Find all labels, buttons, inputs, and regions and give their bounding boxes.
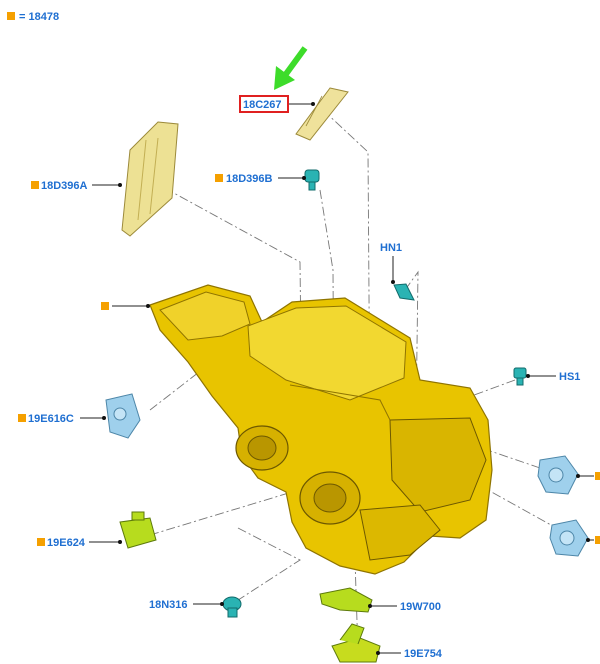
hvac-housing [149,284,493,575]
part-label-18D396B: 18D396B [226,173,273,185]
callout-housing[interactable] [101,302,150,310]
marker-icon [18,414,26,422]
marker-icon [595,472,600,480]
part-label-HN1: HN1 [380,242,402,254]
legend-marker-icon [7,12,15,20]
part-19E616C-shape [105,393,141,439]
callout-19E624[interactable]: 19E624 [37,537,122,549]
marker-icon [101,302,109,310]
callout-18N316[interactable]: 18N316 [149,599,224,611]
callout-18D396B[interactable]: 18D396B [215,173,306,185]
part-19E754-shape [331,623,381,663]
part-label-19E624: 19E624 [47,537,86,549]
callout-18C267[interactable]: 18C267 [239,95,315,113]
part-label-18D396A: 18D396A [41,180,88,192]
marker-icon [37,538,45,546]
callout-18D396A[interactable]: 18D396A [31,180,122,192]
part-label-19W700: 19W700 [400,601,441,613]
part-18D396B-shape [304,169,320,191]
callout-19E754[interactable]: 19E754 [376,648,443,660]
part-HN1-shape [393,283,415,301]
marker-icon [595,536,600,544]
part-18N316-shape [222,596,242,618]
callout-19W700[interactable]: 19W700 [368,601,441,613]
part-19W700-shape [319,587,373,613]
legend: = 18478 [7,11,59,23]
part-18D396A-shape [121,121,179,237]
marker-icon [31,181,39,189]
part-18C267-shape [295,87,349,141]
part-label-19E616C: 19E616C [28,413,74,425]
part-label-HS1: HS1 [559,371,580,383]
pointer-arrow-icon [274,46,308,90]
callout-HS1[interactable]: HS1 [526,371,580,383]
highlight-box [239,95,289,113]
part-label-19E754: 19E754 [404,648,443,660]
right-actuator-lower-shape [549,519,589,557]
right-actuator-upper-shape [537,455,579,495]
callout-right-actuator-upper[interactable] [576,472,600,480]
legend-text: = 18478 [19,11,59,23]
part-label-18N316: 18N316 [149,599,188,611]
marker-icon [215,174,223,182]
callout-HN1[interactable]: HN1 [380,242,402,284]
part-19E624-shape [119,511,157,549]
part-HS1-shape [513,367,527,386]
callout-right-actuator-lower[interactable] [586,536,600,544]
callout-19E616C[interactable]: 19E616C [18,413,106,425]
part-label-18C267: 18C267 [243,99,282,111]
